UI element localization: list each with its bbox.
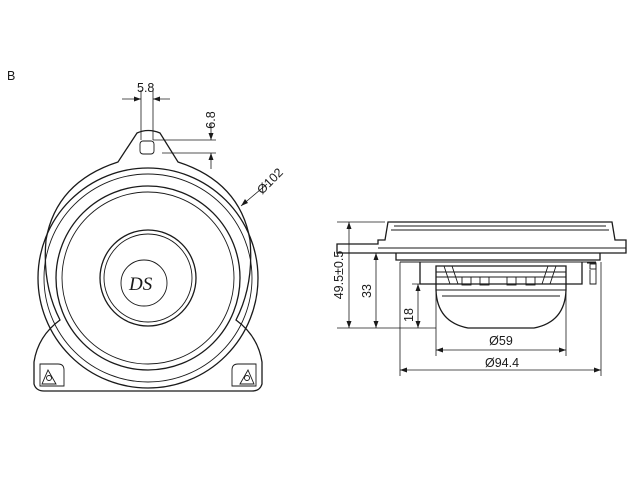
basket-frame bbox=[419, 262, 583, 285]
basket-top bbox=[395, 253, 601, 261]
outer-ring-inner bbox=[43, 173, 253, 383]
mounting-flange bbox=[336, 221, 627, 254]
cone-ring bbox=[61, 191, 235, 365]
logo-circle bbox=[120, 259, 168, 307]
left-ear bbox=[39, 363, 65, 387]
dim-magnet-diameter: Ø59 bbox=[489, 334, 513, 348]
dim-total-height: 49.5±0.5 bbox=[332, 251, 346, 300]
magnet bbox=[435, 283, 567, 329]
front-view: DS bbox=[33, 129, 263, 392]
top-tab-hole bbox=[139, 140, 155, 155]
dust-cap-outer bbox=[99, 229, 197, 327]
left-ear-hole bbox=[46, 375, 52, 381]
dim-tab-height: 6.8 bbox=[204, 111, 218, 128]
outer-ring bbox=[37, 167, 259, 389]
surround-ring bbox=[55, 185, 241, 371]
figure-label: B bbox=[7, 69, 15, 83]
dim-tab-width: 5.8 bbox=[137, 81, 154, 95]
left-ear-triangle bbox=[41, 368, 57, 385]
right-ear bbox=[231, 363, 257, 387]
right-ear-triangle bbox=[239, 368, 255, 385]
logo: DS bbox=[128, 274, 153, 295]
basket-spoke-right bbox=[541, 265, 557, 285]
side-view-dimensions: 49.5±0.5 33 18 Ø59 Ø94.4 bbox=[332, 221, 602, 376]
basket-spoke-left bbox=[443, 265, 459, 285]
dim-magnet-height: 18 bbox=[402, 308, 416, 322]
front-view-dimensions: 5.8 6.8 Ø102 bbox=[122, 81, 286, 207]
dim-cutout-diameter: Ø94.4 bbox=[485, 356, 519, 370]
dim-mounting-depth: 33 bbox=[360, 284, 374, 298]
right-ear-hole bbox=[244, 375, 250, 381]
dust-cap-inner bbox=[103, 233, 193, 323]
side-view bbox=[336, 221, 627, 329]
dim-outer-diameter: Ø102 bbox=[254, 165, 286, 197]
terminal bbox=[587, 262, 597, 285]
